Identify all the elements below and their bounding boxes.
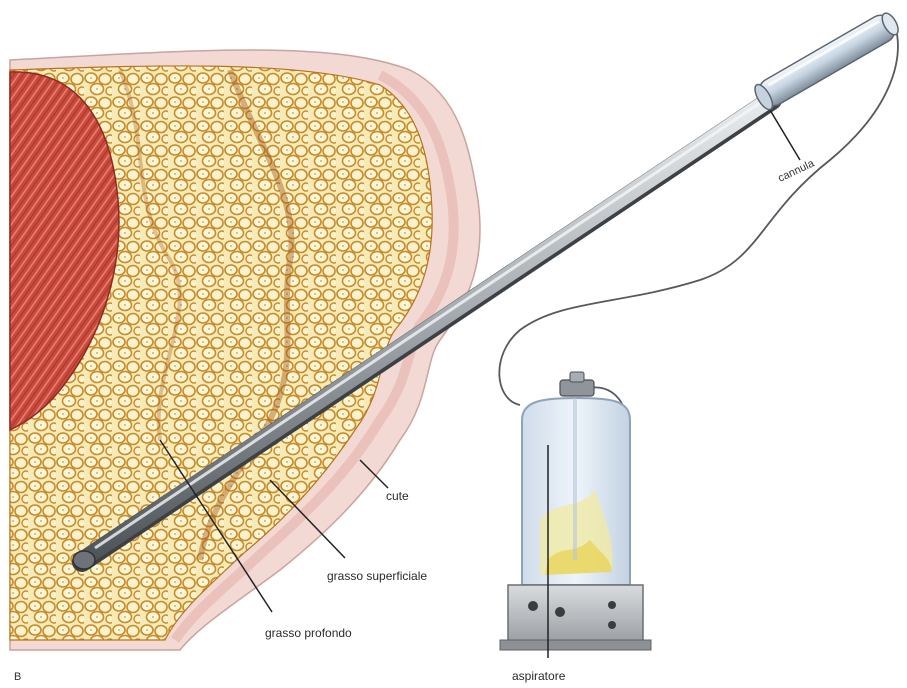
panel-letter: B	[14, 671, 21, 683]
aspirator-jar-icon	[500, 372, 651, 650]
label-aspiratore: aspiratore	[512, 669, 566, 683]
leader-cannula	[770, 110, 800, 160]
tubing-icon	[499, 25, 898, 405]
label-cute: cute	[386, 489, 409, 503]
label-grasso-superficiale: grasso superficiale	[327, 569, 427, 583]
label-grasso-profondo: grasso profondo	[265, 626, 352, 640]
label-cannula: cannula	[776, 157, 817, 185]
